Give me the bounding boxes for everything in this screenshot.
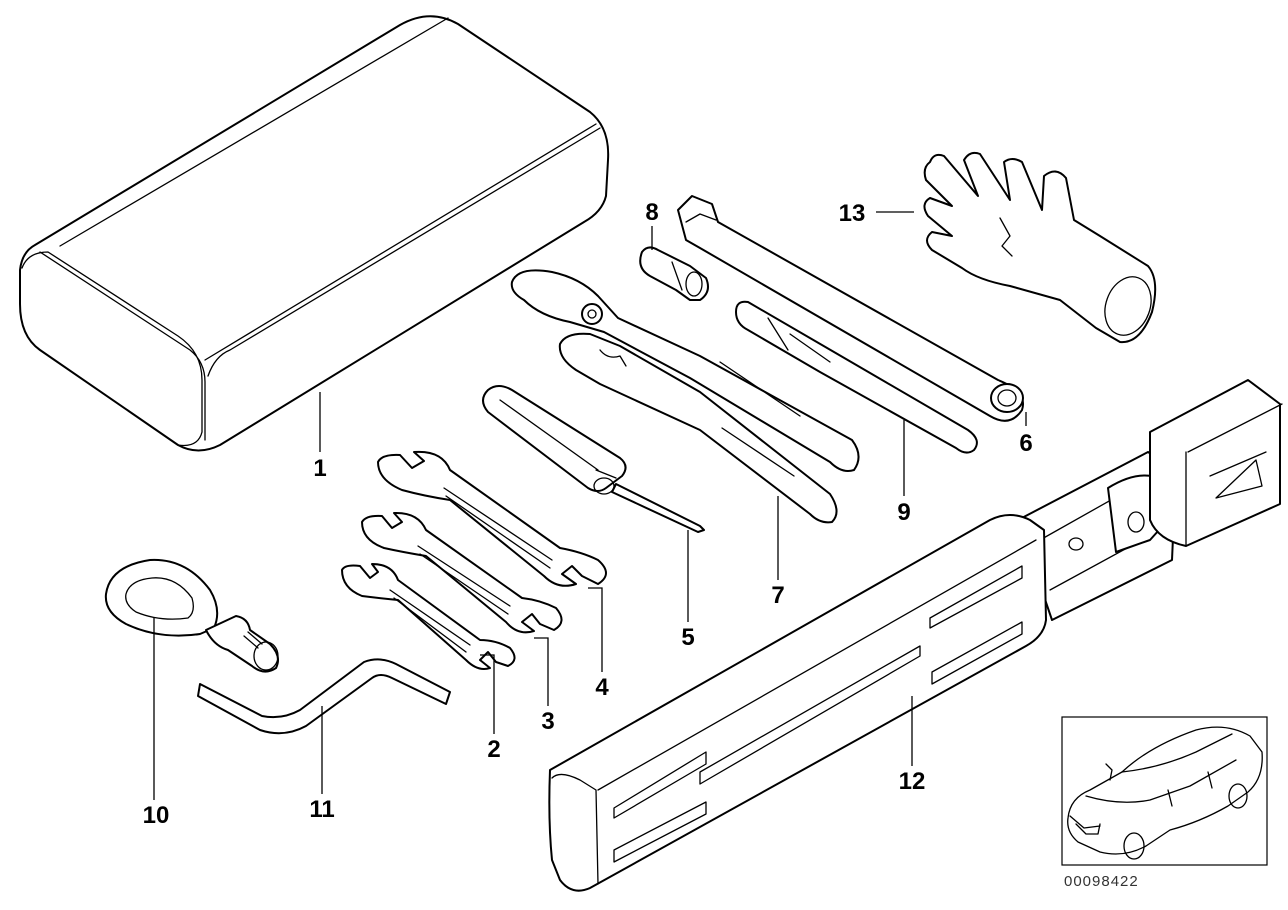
hex-key-part-11 [197, 658, 451, 735]
callout-3: 3 [541, 708, 554, 735]
screwdriver-part-5 [482, 385, 705, 533]
callout-2: 2 [487, 736, 500, 763]
callout-12: 12 [899, 768, 926, 795]
callout-4: 4 [595, 674, 609, 701]
towing-eye-part-10 [104, 558, 279, 673]
reference-number: 00098422 [1064, 873, 1139, 890]
callout-10: 10 [143, 802, 170, 829]
socket-adapter-part-8 [639, 246, 709, 301]
callout-7: 7 [771, 582, 784, 609]
callout-labels: 1 2 3 4 5 6 7 8 9 10 11 12 13 [143, 199, 1033, 829]
wheel-brace-part-6 [677, 195, 1024, 422]
leader-lines [153, 211, 1027, 800]
warning-triangle-case-part-12 [548, 379, 1283, 892]
callout-6: 6 [1019, 430, 1032, 457]
glove-part-13 [923, 151, 1157, 344]
callout-1: 1 [313, 455, 326, 482]
tool-bag-part-1 [19, 15, 610, 452]
callout-13: 13 [839, 200, 866, 227]
open-end-wrench-part-4 [377, 450, 607, 587]
extension-bar-part-9 [735, 300, 978, 454]
callout-5: 5 [681, 624, 694, 651]
open-end-wrench-part-2 [341, 563, 516, 670]
callout-11: 11 [309, 796, 334, 823]
pliers-part-7 [510, 269, 860, 524]
open-end-wrench-part-3 [361, 511, 563, 634]
vehicle-thumbnail [1061, 716, 1268, 866]
callout-9: 9 [897, 499, 910, 526]
callout-8: 8 [645, 199, 658, 226]
